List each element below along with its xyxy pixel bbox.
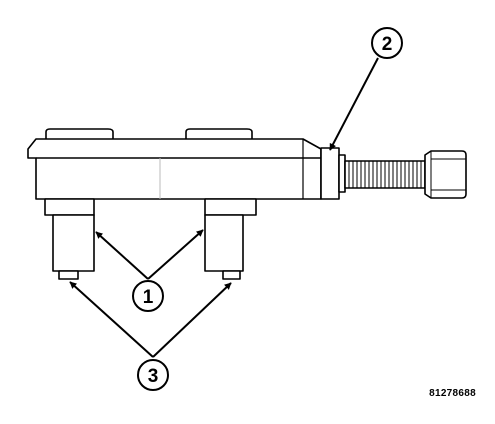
leg-clamp-left	[44, 198, 95, 216]
leg-foot-right	[222, 270, 241, 280]
top-lug-left	[45, 128, 114, 139]
callout-2: 2	[371, 27, 403, 59]
leg-left	[52, 214, 95, 272]
arrow-callout-2	[329, 57, 379, 151]
callout-3: 3	[137, 359, 169, 391]
screw-hex-head	[424, 150, 467, 199]
leg-foot-left	[58, 270, 79, 280]
arrow-callout-1-right	[147, 229, 204, 280]
leader-arrows	[69, 57, 379, 358]
main-bar	[27, 138, 322, 200]
callout-1-label: 1	[143, 287, 154, 308]
leg-right	[204, 214, 244, 272]
callout-1-circle	[132, 280, 164, 312]
arrow-callout-3-right	[152, 282, 232, 358]
leg-clamp-right	[204, 198, 257, 216]
callout-3-label: 3	[148, 366, 159, 387]
puller-tool	[27, 128, 467, 280]
screw-threads	[348, 161, 422, 188]
callout-2-circle	[371, 27, 403, 59]
arrow-callout-1-left	[95, 231, 149, 280]
end-block	[320, 147, 340, 200]
end-block-collar	[338, 154, 346, 193]
callout-3-circle	[137, 359, 169, 391]
arrow-callout-3-left	[69, 281, 154, 358]
callout-2-label: 2	[382, 34, 393, 55]
figure-id: 81278688	[429, 388, 476, 399]
callout-1: 1	[132, 280, 164, 312]
top-lug-right	[185, 128, 253, 139]
